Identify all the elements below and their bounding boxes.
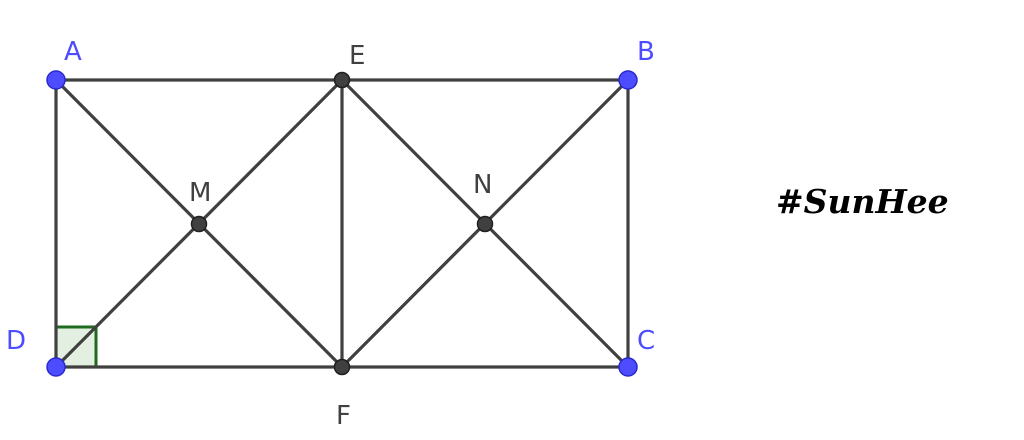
point-n[interactable]	[476, 215, 494, 233]
point-label-f: F	[336, 401, 351, 431]
point-label-m: M	[189, 178, 211, 208]
point-m[interactable]	[190, 215, 208, 233]
point-label-a: A	[64, 37, 82, 67]
point-d[interactable]	[46, 357, 66, 377]
point-label-d: D	[6, 326, 26, 356]
point-b[interactable]	[618, 70, 638, 90]
point-label-c: C	[637, 326, 655, 356]
points-layer	[46, 70, 638, 377]
point-label-b: B	[637, 37, 655, 67]
segments-layer	[54, 78, 630, 369]
point-e[interactable]	[333, 71, 351, 89]
signature-text: #SunHee	[776, 182, 949, 221]
point-f[interactable]	[333, 358, 351, 376]
labels-layer: A B C D E F M N	[6, 37, 655, 431]
point-c[interactable]	[618, 357, 638, 377]
point-label-n: N	[473, 170, 492, 200]
point-a[interactable]	[46, 70, 66, 90]
point-label-e: E	[349, 41, 365, 71]
